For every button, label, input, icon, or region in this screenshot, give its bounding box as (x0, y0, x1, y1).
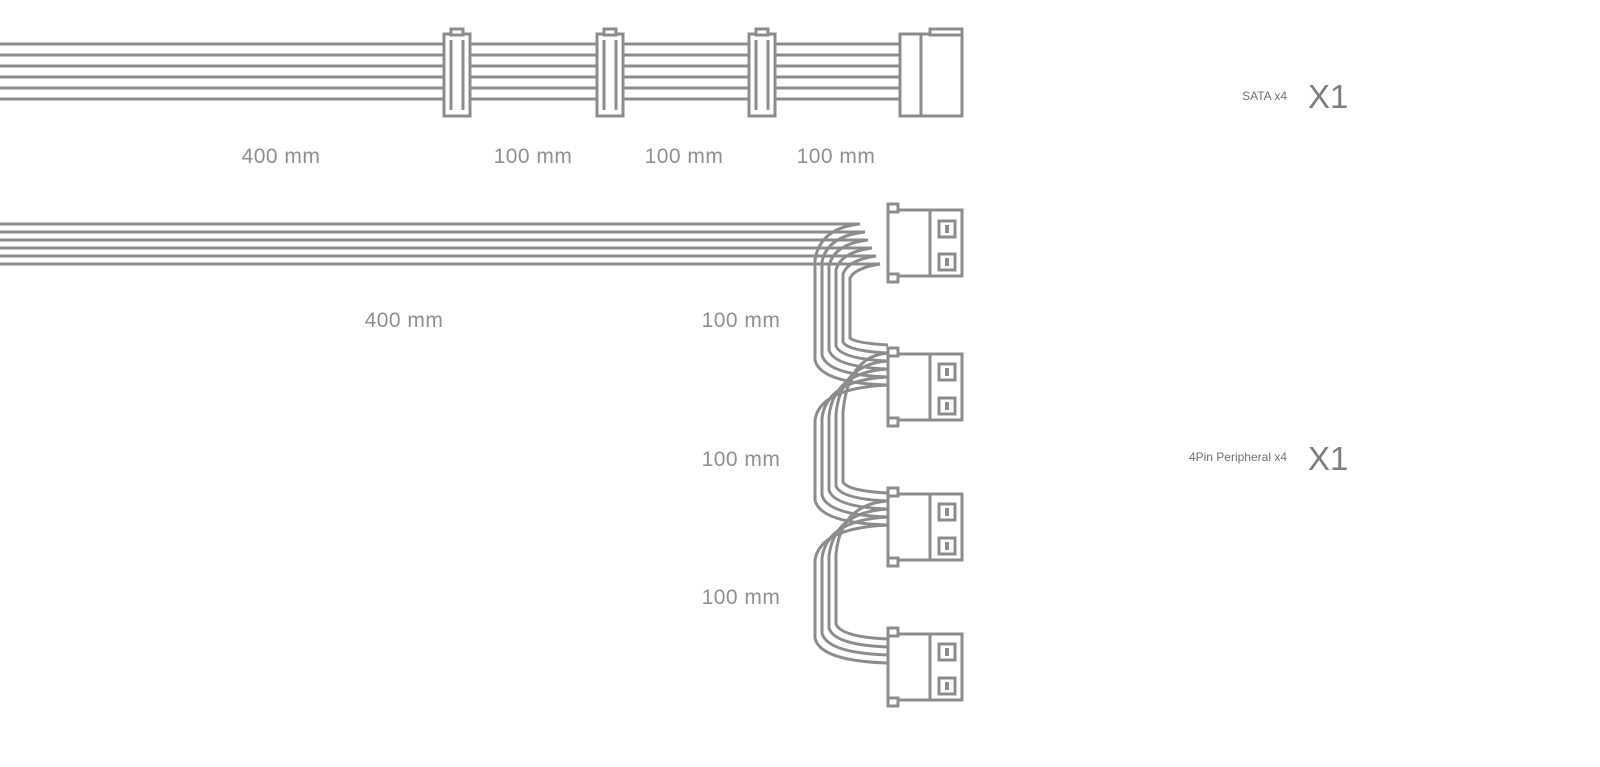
peripheral-segment-length-1: 400 mm (365, 309, 444, 332)
peripheral-segment-length-2: 100 mm (702, 309, 781, 332)
peripheral-connector-2 (886, 346, 964, 428)
sata-connector-1 (442, 27, 472, 118)
sata-connector-2 (595, 27, 625, 118)
peripheral-cable-quantity: X1 (1308, 440, 1348, 477)
peripheral-connector-1 (886, 202, 964, 284)
sata-connector-3 (747, 27, 777, 118)
peripheral-cable-name: 4Pin Peripheral x4 (1189, 450, 1287, 464)
peripheral-wire-bundle (0, 222, 889, 665)
sata-cable-quantity: X1 (1308, 78, 1348, 115)
sata-segment-length-2: 100 mm (494, 145, 573, 168)
sata-segment-length-1: 400 mm (242, 145, 321, 168)
peripheral-connector-3 (886, 486, 964, 568)
peripheral-cable: 400 mm 100 mm 100 mm 100 mm 4Pin Periphe… (0, 202, 1348, 708)
peripheral-segment-length-3: 100 mm (702, 448, 781, 471)
peripheral-segment-length-4: 100 mm (702, 586, 781, 609)
peripheral-connector-4 (886, 626, 964, 708)
sata-cable: 400 mm 100 mm 100 mm 100 mm SATA x4 X1 (0, 27, 1348, 168)
sata-segment-length-4: 100 mm (797, 145, 876, 168)
sata-connector-end (898, 27, 964, 118)
sata-cable-name: SATA x4 (1242, 89, 1287, 103)
sata-segment-length-3: 100 mm (645, 145, 724, 168)
